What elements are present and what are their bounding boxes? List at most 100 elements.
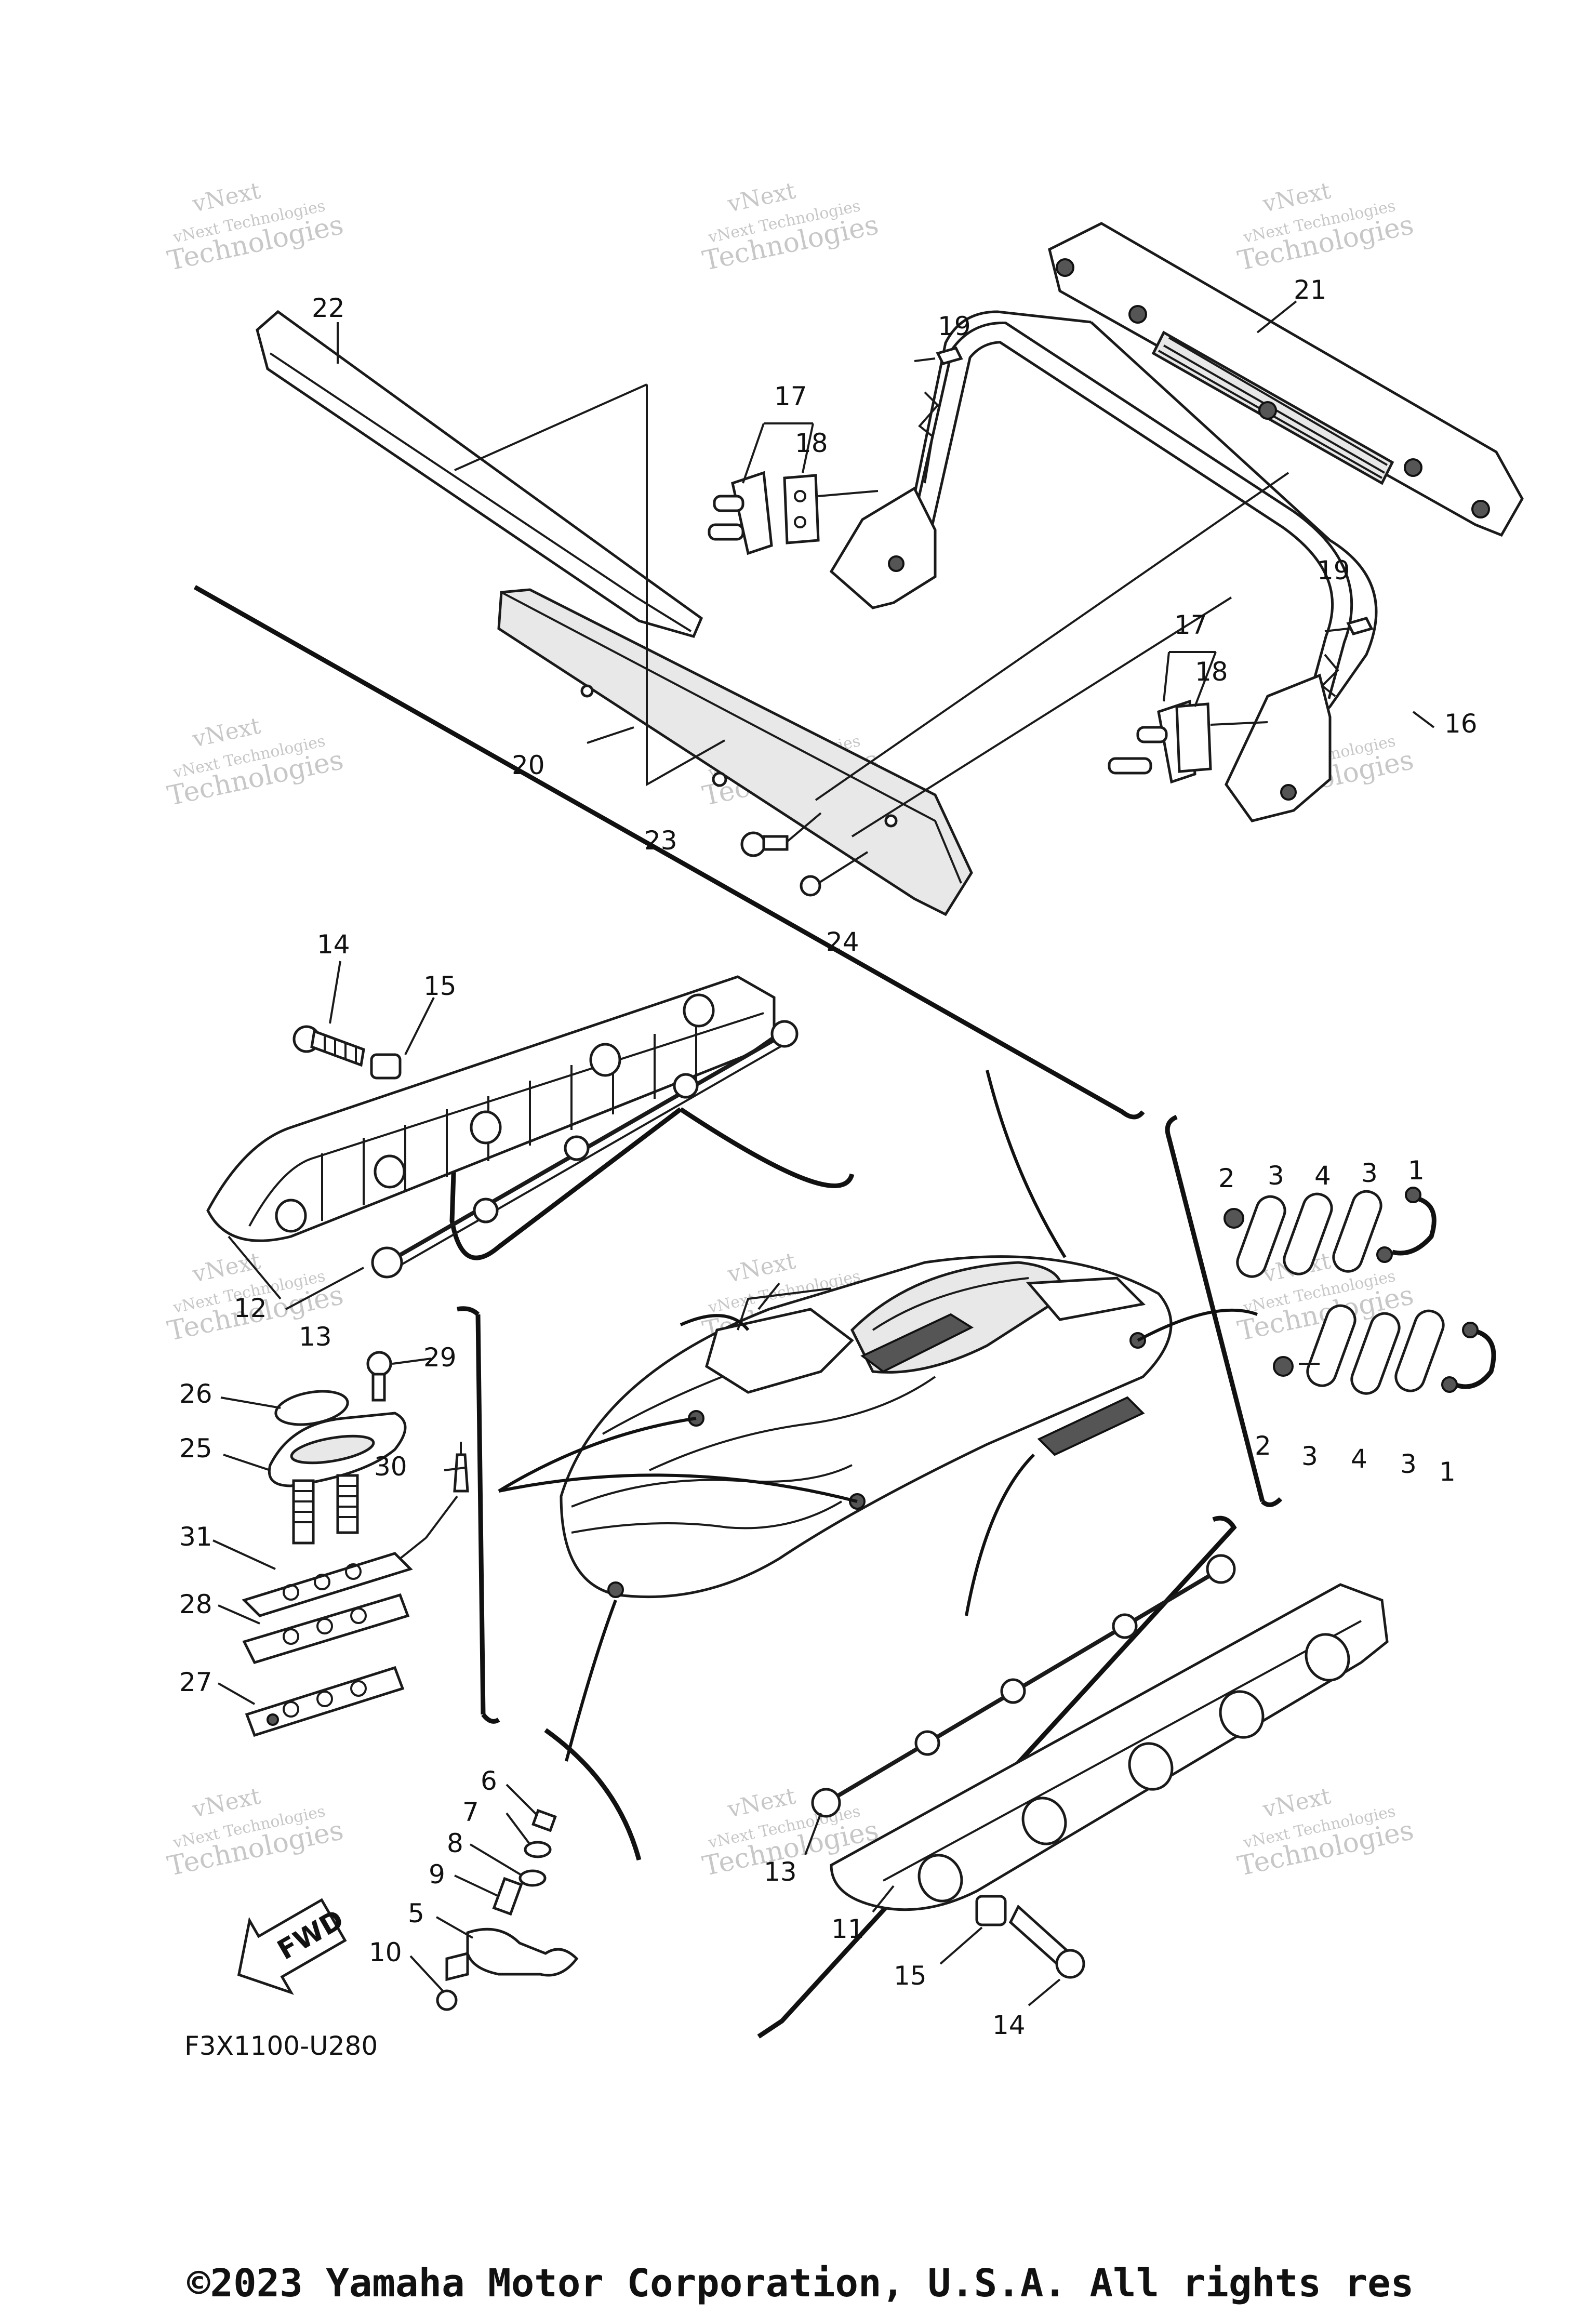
rail-hole xyxy=(917,1854,963,1903)
callout-arrow xyxy=(1137,1308,1258,1342)
part-labels: 22 19 17 18 21 19 17 18 16 20 23 24 14 1… xyxy=(179,275,1478,2040)
part-12-rail xyxy=(206,975,776,1242)
leader-line xyxy=(329,961,341,1024)
part-2-nut xyxy=(1273,1356,1294,1377)
part-label-16: 16 xyxy=(1444,709,1478,739)
plate-hole xyxy=(314,1574,330,1590)
part-label-4: 4 xyxy=(1351,1444,1367,1474)
part-22-end xyxy=(256,329,269,369)
part-31-plate xyxy=(242,1552,413,1617)
part-22-edge xyxy=(269,352,692,632)
part-15-spacer xyxy=(370,1053,402,1080)
part-label-24: 24 xyxy=(826,927,859,957)
part-8-washer xyxy=(518,1869,547,1887)
rail-hole xyxy=(470,1110,502,1145)
grab-bar-assembly xyxy=(256,222,1524,916)
part-19-bolt xyxy=(936,347,963,365)
rail-hole xyxy=(374,1154,406,1189)
cleat-stud xyxy=(336,1474,359,1534)
footrest-pad-right xyxy=(1037,1396,1145,1456)
part-4-plate xyxy=(1350,1312,1401,1395)
part-5-bow-eye xyxy=(466,1927,579,1977)
part-16-left-bracket xyxy=(829,486,937,609)
part-label-20: 20 xyxy=(512,750,545,780)
part-label-17: 17 xyxy=(774,381,807,411)
callout-arrow xyxy=(498,1417,697,1493)
part-label-13: 13 xyxy=(764,1857,797,1887)
cleat-assembly xyxy=(212,1351,469,1737)
part-24-screw xyxy=(800,875,821,897)
hull-line xyxy=(571,1500,843,1534)
plate-hole xyxy=(345,1563,362,1580)
part-label-25: 25 xyxy=(179,1433,212,1464)
watermark: vNext vNext Technologies Technologies xyxy=(1235,177,1416,277)
leader-line xyxy=(469,1843,523,1877)
part-label-4: 4 xyxy=(1314,1161,1331,1191)
seat-line xyxy=(872,1277,1029,1331)
part-label-10: 10 xyxy=(369,1937,402,1967)
fwd-arrow: FWD xyxy=(237,1898,349,1995)
clip xyxy=(1404,458,1422,477)
part-17-stud xyxy=(1108,757,1152,775)
watermark: vNext vNext Technologies Technologies xyxy=(165,1783,346,1882)
bolt-head xyxy=(888,555,905,572)
divider-bottom-right xyxy=(757,1515,1237,2039)
leader-line xyxy=(454,1874,499,1897)
part-label-12: 12 xyxy=(234,1293,267,1323)
shim-hole xyxy=(794,490,806,502)
divider-mid xyxy=(679,1107,855,1188)
part-20-hole xyxy=(580,684,594,698)
divider-right-bottom xyxy=(1260,1497,1283,1507)
hook-assembly xyxy=(1223,1187,1496,1395)
divider-left-arm xyxy=(449,1107,682,1260)
part-16-handle-tube-fill xyxy=(906,324,1351,699)
clip xyxy=(1128,305,1147,324)
part-23-shaft xyxy=(762,835,789,851)
leader-line xyxy=(454,383,647,471)
callout-arrow xyxy=(680,1314,750,1331)
leader-line xyxy=(587,726,634,744)
divider-left-bottom xyxy=(481,1713,500,1724)
part-21-pad xyxy=(1048,222,1524,537)
part-28-plate xyxy=(242,1593,410,1665)
bolt-end xyxy=(1462,1322,1479,1338)
rail-hole xyxy=(683,993,715,1028)
rail-hole xyxy=(1219,1690,1265,1739)
watercraft-cleat xyxy=(607,1581,624,1598)
part-17-plate-left xyxy=(731,471,773,555)
part-13-grommet xyxy=(770,1020,799,1048)
part-7-washer xyxy=(524,1841,552,1858)
part-3-plate xyxy=(1306,1304,1356,1387)
part-16-right-bracket xyxy=(1225,673,1332,822)
part-label-1: 1 xyxy=(1408,1155,1425,1186)
part-1-u-bolt xyxy=(1391,1195,1437,1256)
leader-line xyxy=(818,490,879,497)
leader-line xyxy=(1412,711,1435,728)
leader-line xyxy=(444,1467,466,1471)
part-label-22: 22 xyxy=(312,293,345,323)
leader-line xyxy=(804,1813,822,1855)
part-label-1: 1 xyxy=(1439,1457,1456,1487)
hull-line xyxy=(649,1376,936,1471)
part-label-3: 3 xyxy=(1361,1158,1378,1188)
fwd-arrow-shape xyxy=(237,1898,347,1995)
leader-line xyxy=(404,997,435,1055)
part-label-13: 13 xyxy=(299,1322,332,1352)
part-label-14: 14 xyxy=(317,929,350,960)
plate-hole xyxy=(316,1618,333,1634)
part-13-grommet xyxy=(1000,1678,1026,1704)
watermark: vNext vNext Technologies Technologies xyxy=(1235,1783,1416,1882)
part-label-28: 28 xyxy=(179,1589,212,1619)
bolt-end xyxy=(1441,1376,1458,1393)
part-10-bolt-head xyxy=(436,1989,458,2011)
part-13-rod-edge xyxy=(387,1043,785,1274)
part-3-plate xyxy=(1236,1195,1286,1278)
rail-hole xyxy=(1021,1797,1067,1845)
part-label-27: 27 xyxy=(179,1667,212,1697)
leader-line xyxy=(506,1784,539,1817)
part-13-grommet xyxy=(811,1788,841,1818)
section-dividers xyxy=(193,585,1283,2039)
part-label-18: 18 xyxy=(795,428,828,458)
part-30-rivet xyxy=(453,1453,469,1493)
